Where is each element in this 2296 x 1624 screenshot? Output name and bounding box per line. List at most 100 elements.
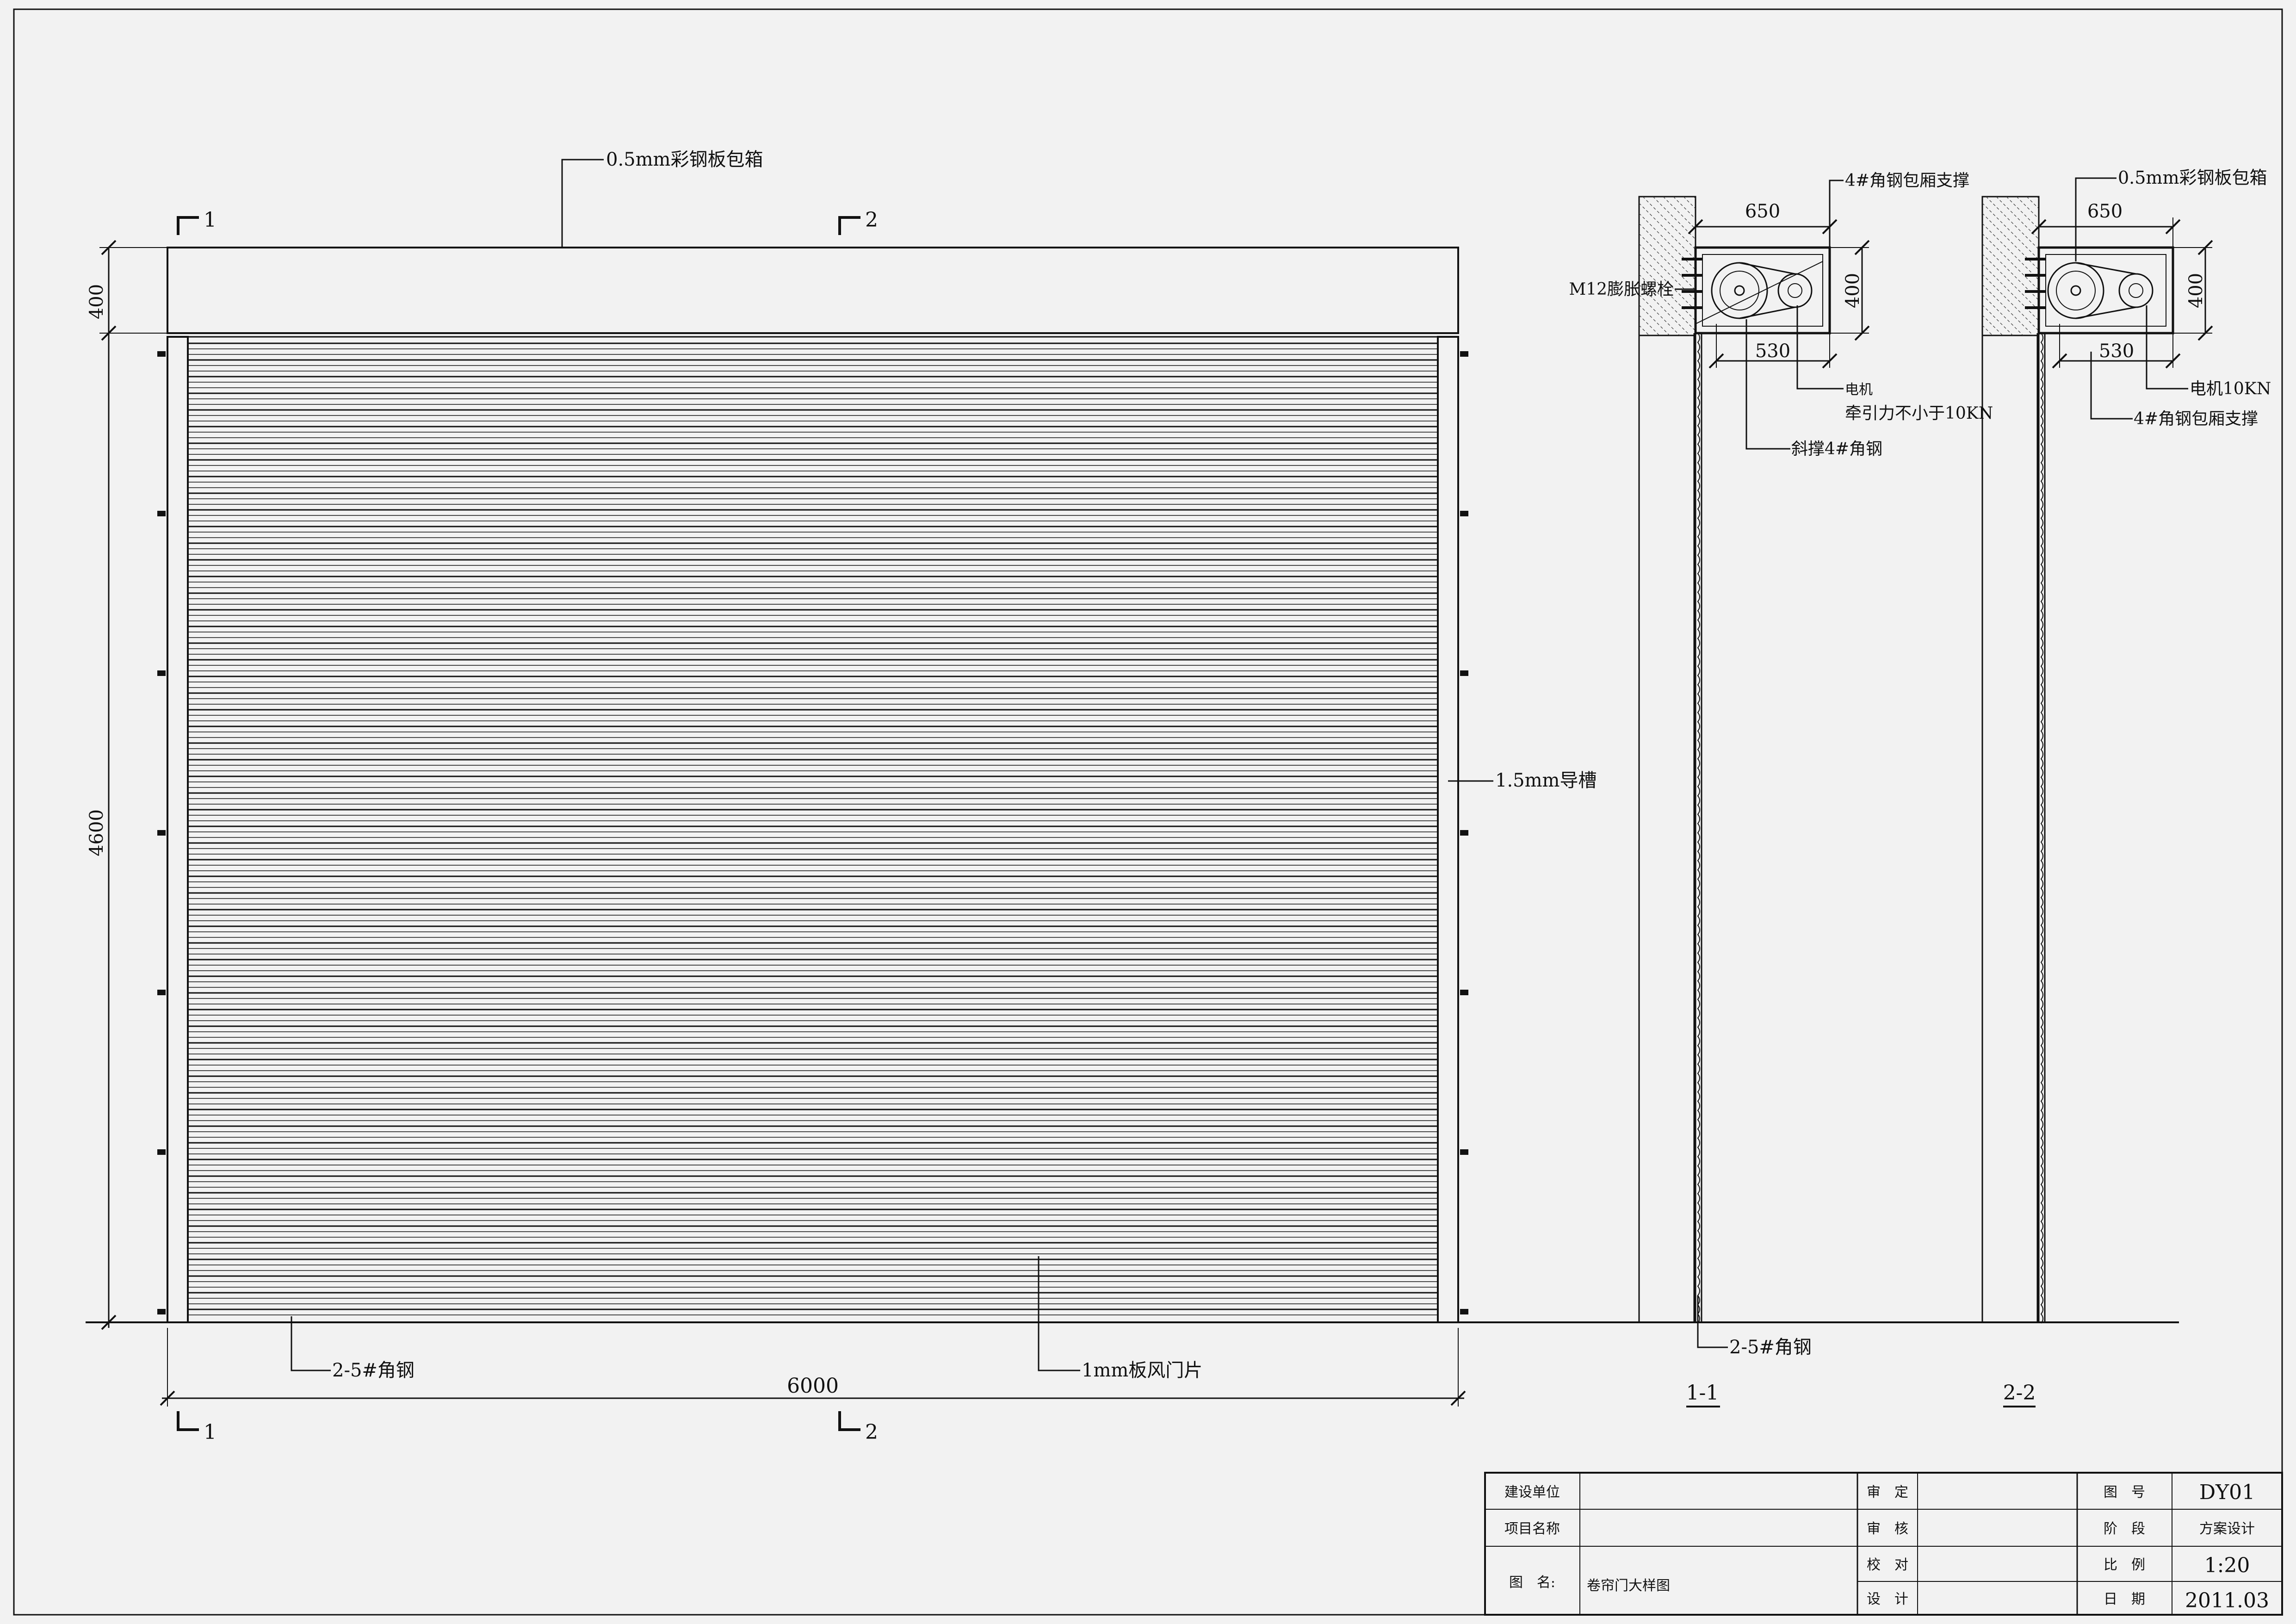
section-2-dim-bottom: 530 [2099,341,2134,362]
tb-stage-value: 方案设计 [2199,1521,2255,1537]
tb-drawing-name-value: 卷帘门大样图 [1587,1578,1670,1594]
section-1-bracket-label: 4#角钢包厢支撑 [1845,171,1969,190]
hatch-line [1639,264,1696,321]
tb-approve-label: 审 定 [1867,1484,1908,1500]
rail-anchor [1460,990,1468,995]
door-curtain [187,336,1439,1323]
rail-anchor [1460,351,1468,357]
rail-anchors [157,351,1468,1314]
section-1-motor [1777,273,1813,308]
dim-box-height: 400 [86,284,107,319]
hatch-line [1982,325,1993,336]
tb-date-label: 日 期 [2104,1591,2145,1607]
hatch-line [2036,196,2039,199]
hatch-line [1639,325,1650,336]
hatch-line [1673,196,1696,219]
rail-anchor [157,990,166,995]
section-2-dim-top: 650 [2087,201,2123,222]
tb-drawing-no-label: 图 号 [2104,1484,2145,1500]
tb-scale-label: 比 例 [2104,1557,2145,1573]
hatch-line [1639,304,1670,336]
hatch-line [2026,196,2039,209]
hatch-line [1982,264,2039,321]
hatch-line [2006,196,2039,229]
section-mark-bottom-left: 1 [204,1420,217,1444]
section-2-wall-hatch [1982,196,2039,336]
hatch-line [2016,196,2039,219]
section-1-angle-label: 2-5#角钢 [1729,1337,1812,1358]
hatch-line [1663,196,1696,229]
hatch-line [1639,213,1696,270]
section-1-wall-hatch [1639,196,1696,336]
rail-anchor [157,1309,166,1314]
hatch-line [1982,213,2039,270]
hatch-line [1639,254,1696,311]
tb-drawing-no-value: DY01 [2199,1481,2255,1504]
hatch-line [1693,196,1696,199]
tb-build-unit-label: 建设单位 [1504,1484,1560,1500]
rail-anchor [1460,670,1468,676]
rail-anchor [1460,511,1468,516]
tb-review-label: 审 核 [1867,1521,1908,1537]
section-1-wall [1638,196,1696,336]
section-1-box [1694,246,1831,335]
section-1-1: 650 530 400 4#角钢包厢支撑 M12膨胀螺栓 电机 牵引力不小于10… [1569,171,1993,1407]
section-1-bolt-label: M12膨胀螺栓 [1569,280,1674,299]
hatch-line [1639,223,1696,280]
rail-anchor [1460,1309,1468,1314]
tb-check-label: 校 对 [1867,1557,1908,1573]
rail-anchor [157,511,166,516]
hatch-line [1639,315,1660,336]
rail-anchor [157,351,166,357]
tb-stage-label: 阶 段 [2104,1521,2145,1537]
hatch-line [1639,203,1696,260]
section-mark-top-left: 1 [204,208,217,232]
shutter-box [167,247,1459,334]
hatch-line [1982,254,2039,311]
hatch-line [1986,196,2039,250]
section-2-motor-label: 电机10KN [2190,379,2271,398]
tb-drawing-name-label: 图 名: [1509,1574,1555,1591]
hatch-line [1642,196,1696,250]
guide-rail-label: 1.5mm导槽 [1495,770,1597,791]
tb-date-value: 2011.03 [2185,1589,2269,1612]
right-guide-rail [1437,336,1459,1323]
section-1-dim-bottom: 530 [1755,341,1790,362]
section-2-dim-height: 400 [2185,273,2207,308]
rail-anchor [1460,1149,1468,1155]
section-1-anchor-bolts [1682,258,1702,309]
section-2-curtain [2040,333,2043,1324]
slat-material-label: 1mm板风门片 [1082,1360,1202,1381]
hatch-line [1683,196,1696,209]
section-mark-bottom-right: 2 [865,1420,878,1444]
tb-scale-value: 1:20 [2204,1554,2250,1577]
dim-door-height: 4600 [86,809,107,856]
hatch-line [1639,284,1690,336]
section-1-traction-label: 牵引力不小于10KN [1845,404,1993,423]
rail-anchor [157,830,166,836]
section-2-anchor-bolts [2025,258,2046,309]
section-1-dim-height: 400 [1842,273,1863,308]
title-block: 建设单位 项目名称 图 名: 卷帘门大样图 审 定 审 核 校 对 设 计 图 … [1484,1472,2283,1616]
left-guide-rail [167,336,189,1323]
hatch-line [1982,203,2039,260]
box-material-label: 0.5mm彩钢板包箱 [606,149,763,170]
section-1-title: 1-1 [1686,1381,1719,1405]
section-2-wall [1981,196,2040,336]
hatch-line [1982,233,2039,291]
tb-design-label: 设 计 [1867,1591,1908,1607]
section-1-dim-top: 650 [1745,201,1780,222]
rail-anchor [1460,830,1468,836]
door-slats [188,342,1438,1315]
hatch-line [1982,294,2024,336]
sheet-border [13,8,2283,1616]
hatch-line [1982,304,2013,336]
section-1-motor-label: 电机 [1845,382,1873,398]
section-2-motor [2118,273,2154,308]
section-2-bracket-label: 4#角钢包厢支撑 [2134,409,2258,428]
elevation-view: 0.5mm彩钢板包箱 1 2 1 2 400 4600 6000 1.5mm导槽… [86,149,2179,1444]
rail-anchor [157,670,166,676]
dim-width: 6000 [787,1374,839,1398]
hatch-line [1982,315,2003,336]
